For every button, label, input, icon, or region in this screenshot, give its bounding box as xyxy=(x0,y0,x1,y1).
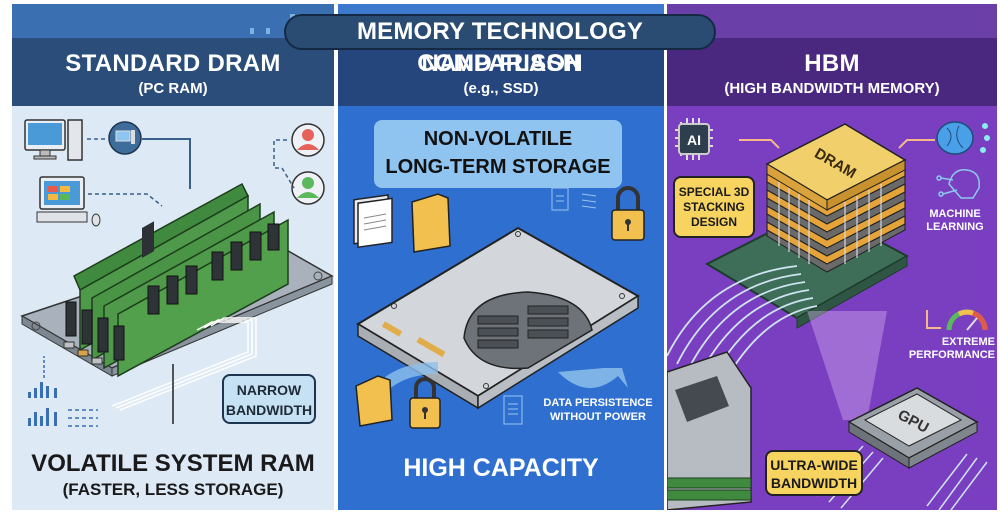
3d-stacking-callout: SPECIAL 3D STACKING DESIGN xyxy=(673,176,755,238)
banner-text: NON-VOLATILE xyxy=(423,128,573,150)
non-volatile-banner: NON-VOLATILE LONG-TERM STORAGE xyxy=(374,120,622,188)
ultra-wide-bandwidth-callout: ULTRA-WIDE BANDWIDTH xyxy=(765,450,863,496)
banner-text: LONG-TERM STORAGE xyxy=(385,156,611,178)
panel-standard-dram: STANDARD DRAM (PC RAM) xyxy=(12,4,334,510)
volatile-ram-title: VOLATILE SYSTEM RAM xyxy=(31,450,315,477)
panel-top-strip xyxy=(667,4,997,38)
callout-text: NARROW xyxy=(236,382,302,398)
ram-module-icon xyxy=(20,182,334,411)
bar-chart-icon xyxy=(28,356,57,426)
svg-text:AI: AI xyxy=(687,132,701,148)
panel-body: AI xyxy=(667,106,997,510)
file-icon xyxy=(551,187,597,211)
user-green-icon xyxy=(291,171,325,205)
laptop-icon xyxy=(36,176,101,227)
callout-text: DESIGN xyxy=(690,215,737,229)
panel-title: STANDARD DRAM xyxy=(65,50,281,77)
callout-text: STACKING xyxy=(683,200,745,214)
volatile-ram-subtitle: (FASTER, LESS STORAGE) xyxy=(62,480,284,499)
panel-body: NARROW BANDWIDTH VOLATILE SYSTEM RAM (FA… xyxy=(12,106,334,510)
data-persistence-note: DATA PERSISTENCE WITHOUT POWER xyxy=(538,396,658,424)
brain-icon xyxy=(936,121,990,155)
label-text: MACHINE xyxy=(929,208,981,220)
callout-text: ULTRA-WIDE xyxy=(770,457,858,473)
padlock-icon xyxy=(611,186,645,241)
padlock-icon xyxy=(409,377,441,429)
label-text: PERFORMANCE xyxy=(908,349,995,361)
note-text: WITHOUT POWER xyxy=(550,411,646,423)
callout-text: SPECIAL 3D xyxy=(678,185,750,199)
narrow-bandwidth-callout: NARROW BANDWIDTH xyxy=(222,374,316,424)
panel-top-strip xyxy=(12,4,334,38)
desktop-computer-icon xyxy=(24,119,83,161)
panel-nand-flash: NAND FLASH (e.g., SSD) NON-VOLATILE LONG… xyxy=(338,4,664,510)
note-text: DATA PERSISTENCE xyxy=(543,397,653,409)
panel-title: HBM xyxy=(804,50,860,77)
callout-text: BANDWIDTH xyxy=(225,402,313,418)
bar-decoration xyxy=(266,28,270,34)
panel-header: HBM (HIGH BANDWIDTH MEMORY) xyxy=(667,38,997,106)
panel-title: NAND FLASH xyxy=(338,50,664,78)
panel-subtitle: (PC RAM) xyxy=(138,80,208,97)
machine-learning-label: MACHINE LEARNING xyxy=(919,208,991,234)
gpu-stack-icon xyxy=(667,351,752,510)
documents-icon xyxy=(353,194,393,249)
stacked-dram-icon: DRAM xyxy=(765,123,907,273)
label-text: EXTREME xyxy=(941,336,995,348)
ssd-drive-icon xyxy=(356,226,640,410)
main-title: MEMORY TECHNOLOGY COMPARISON xyxy=(284,14,716,77)
network-computer-icon xyxy=(108,121,142,155)
panel-subtitle: (HIGH BANDWIDTH MEMORY) xyxy=(724,80,940,97)
ai-chip-icon: AI xyxy=(675,118,713,160)
label-text: LEARNING xyxy=(926,221,984,233)
panel-subtitle: (e.g., SSD) xyxy=(463,80,539,97)
gpu-chip-icon: GPU xyxy=(847,387,979,469)
folder-icon xyxy=(411,193,451,253)
speedometer-icon xyxy=(926,309,988,331)
folder-icon xyxy=(355,375,393,427)
user-red-icon xyxy=(291,123,325,157)
panel-body: NON-VOLATILE LONG-TERM STORAGE xyxy=(338,106,664,510)
file-icon xyxy=(503,395,523,425)
bar-decoration xyxy=(250,28,254,34)
extreme-performance-label: EXTREME PERFORMANCE xyxy=(899,336,995,362)
high-capacity-title: HIGH CAPACITY xyxy=(403,454,599,482)
panel-header: STANDARD DRAM (PC RAM) xyxy=(12,38,334,106)
panel-hbm: HBM (HIGH BANDWIDTH MEMORY) AI xyxy=(667,4,997,510)
callout-text: BANDWIDTH xyxy=(770,475,858,491)
ml-head-icon xyxy=(936,169,980,199)
